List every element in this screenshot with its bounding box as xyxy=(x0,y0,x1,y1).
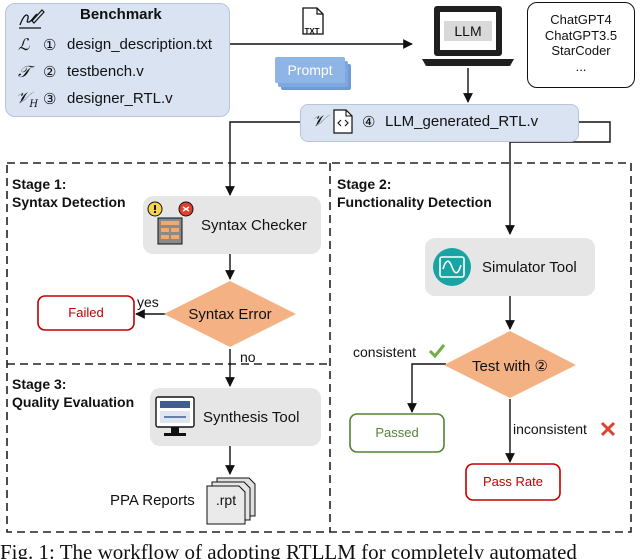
stage3-subtitle: Quality Evaluation xyxy=(12,394,135,410)
syntax-checker-icon xyxy=(147,201,194,245)
llm-option: ChatGPT4 xyxy=(550,12,612,27)
signature-pen-icon xyxy=(19,9,45,29)
generated-symbol: 𝒱 xyxy=(312,111,326,130)
cross-icon xyxy=(600,421,616,437)
figure-caption: Fig. 1: The workflow of adopting RTLLM f… xyxy=(0,540,577,559)
rpt-label: .rpt xyxy=(215,492,237,508)
passed-label: Passed xyxy=(375,425,419,440)
generated-file: LLM_generated_RTL.v xyxy=(385,113,539,130)
arrow-consistent-to-passed xyxy=(407,363,446,413)
syntax-error-diamond xyxy=(164,281,296,347)
generated-number: ④ xyxy=(362,114,376,131)
test-with-diamond xyxy=(444,331,576,398)
inconsistent-label: inconsistent xyxy=(513,421,587,437)
row3-symbol-main: 𝒱 xyxy=(16,88,30,107)
failed-box xyxy=(37,295,135,331)
row3-number: ③ xyxy=(43,91,57,108)
benchmark-box xyxy=(5,3,230,117)
code-file-icon xyxy=(333,109,353,134)
simulator-tool-label: Simulator Tool xyxy=(482,259,577,276)
pass-rate-box xyxy=(465,463,561,501)
rpt-stack-icon xyxy=(206,477,256,525)
row3-symbol: 𝒱H xyxy=(16,88,38,110)
synthesis-monitor-icon xyxy=(155,396,195,436)
row1-number: ① xyxy=(43,37,57,54)
txt-file-icon xyxy=(302,7,324,35)
txt-icon-label: TXT xyxy=(304,27,320,36)
row2-file: testbench.v xyxy=(67,63,144,80)
syntax-error-label: Syntax Error xyxy=(188,306,272,323)
stage2-title: Stage 2: xyxy=(337,176,392,192)
syntax-checker-label: Syntax Checker xyxy=(201,217,307,234)
synthesis-tool-label: Synthesis Tool xyxy=(203,409,300,426)
row1-symbol: ℒ xyxy=(18,35,30,54)
failed-label: Failed xyxy=(68,305,104,320)
llm-label: LLM xyxy=(444,21,492,41)
simulator-wave-icon xyxy=(433,248,471,286)
check-icon xyxy=(428,344,446,359)
stage1-title: Stage 1: xyxy=(12,176,67,192)
llm-option: ChatGPT3.5 xyxy=(544,27,618,43)
pass-rate-label: Pass Rate xyxy=(483,474,543,489)
arrow-generated-to-stage2 xyxy=(505,121,611,235)
passed-box xyxy=(349,413,445,453)
prompt-badge: Prompt xyxy=(275,57,345,83)
ppa-reports-label: PPA Reports xyxy=(110,492,195,509)
stage1-subtitle: Syntax Detection xyxy=(12,194,126,210)
row3-symbol-sub: H xyxy=(29,99,39,111)
test-with-label: Test with ② xyxy=(472,358,548,375)
stage2-subtitle: Functionality Detection xyxy=(337,194,492,210)
consistent-label: consistent xyxy=(353,344,417,360)
yes-label: yes xyxy=(137,294,159,310)
llm-options-box: ChatGPT4 ChatGPT3.5 StarCoder ... xyxy=(527,2,635,88)
row1-file: design_description.txt xyxy=(67,36,213,53)
row2-number: ② xyxy=(43,64,57,81)
stage-frame-outer xyxy=(6,162,632,533)
llm-option: ... xyxy=(575,58,587,74)
row3-file: designer_RTL.v xyxy=(67,90,173,107)
row2-symbol: 𝒯 xyxy=(18,62,31,81)
arrow-generated-to-stage1 xyxy=(225,121,300,196)
benchmark-title: Benchmark xyxy=(80,6,162,23)
no-label: no xyxy=(240,349,256,365)
llm-option: StarCoder xyxy=(551,43,611,58)
stage3-title: Stage 3: xyxy=(12,376,67,392)
